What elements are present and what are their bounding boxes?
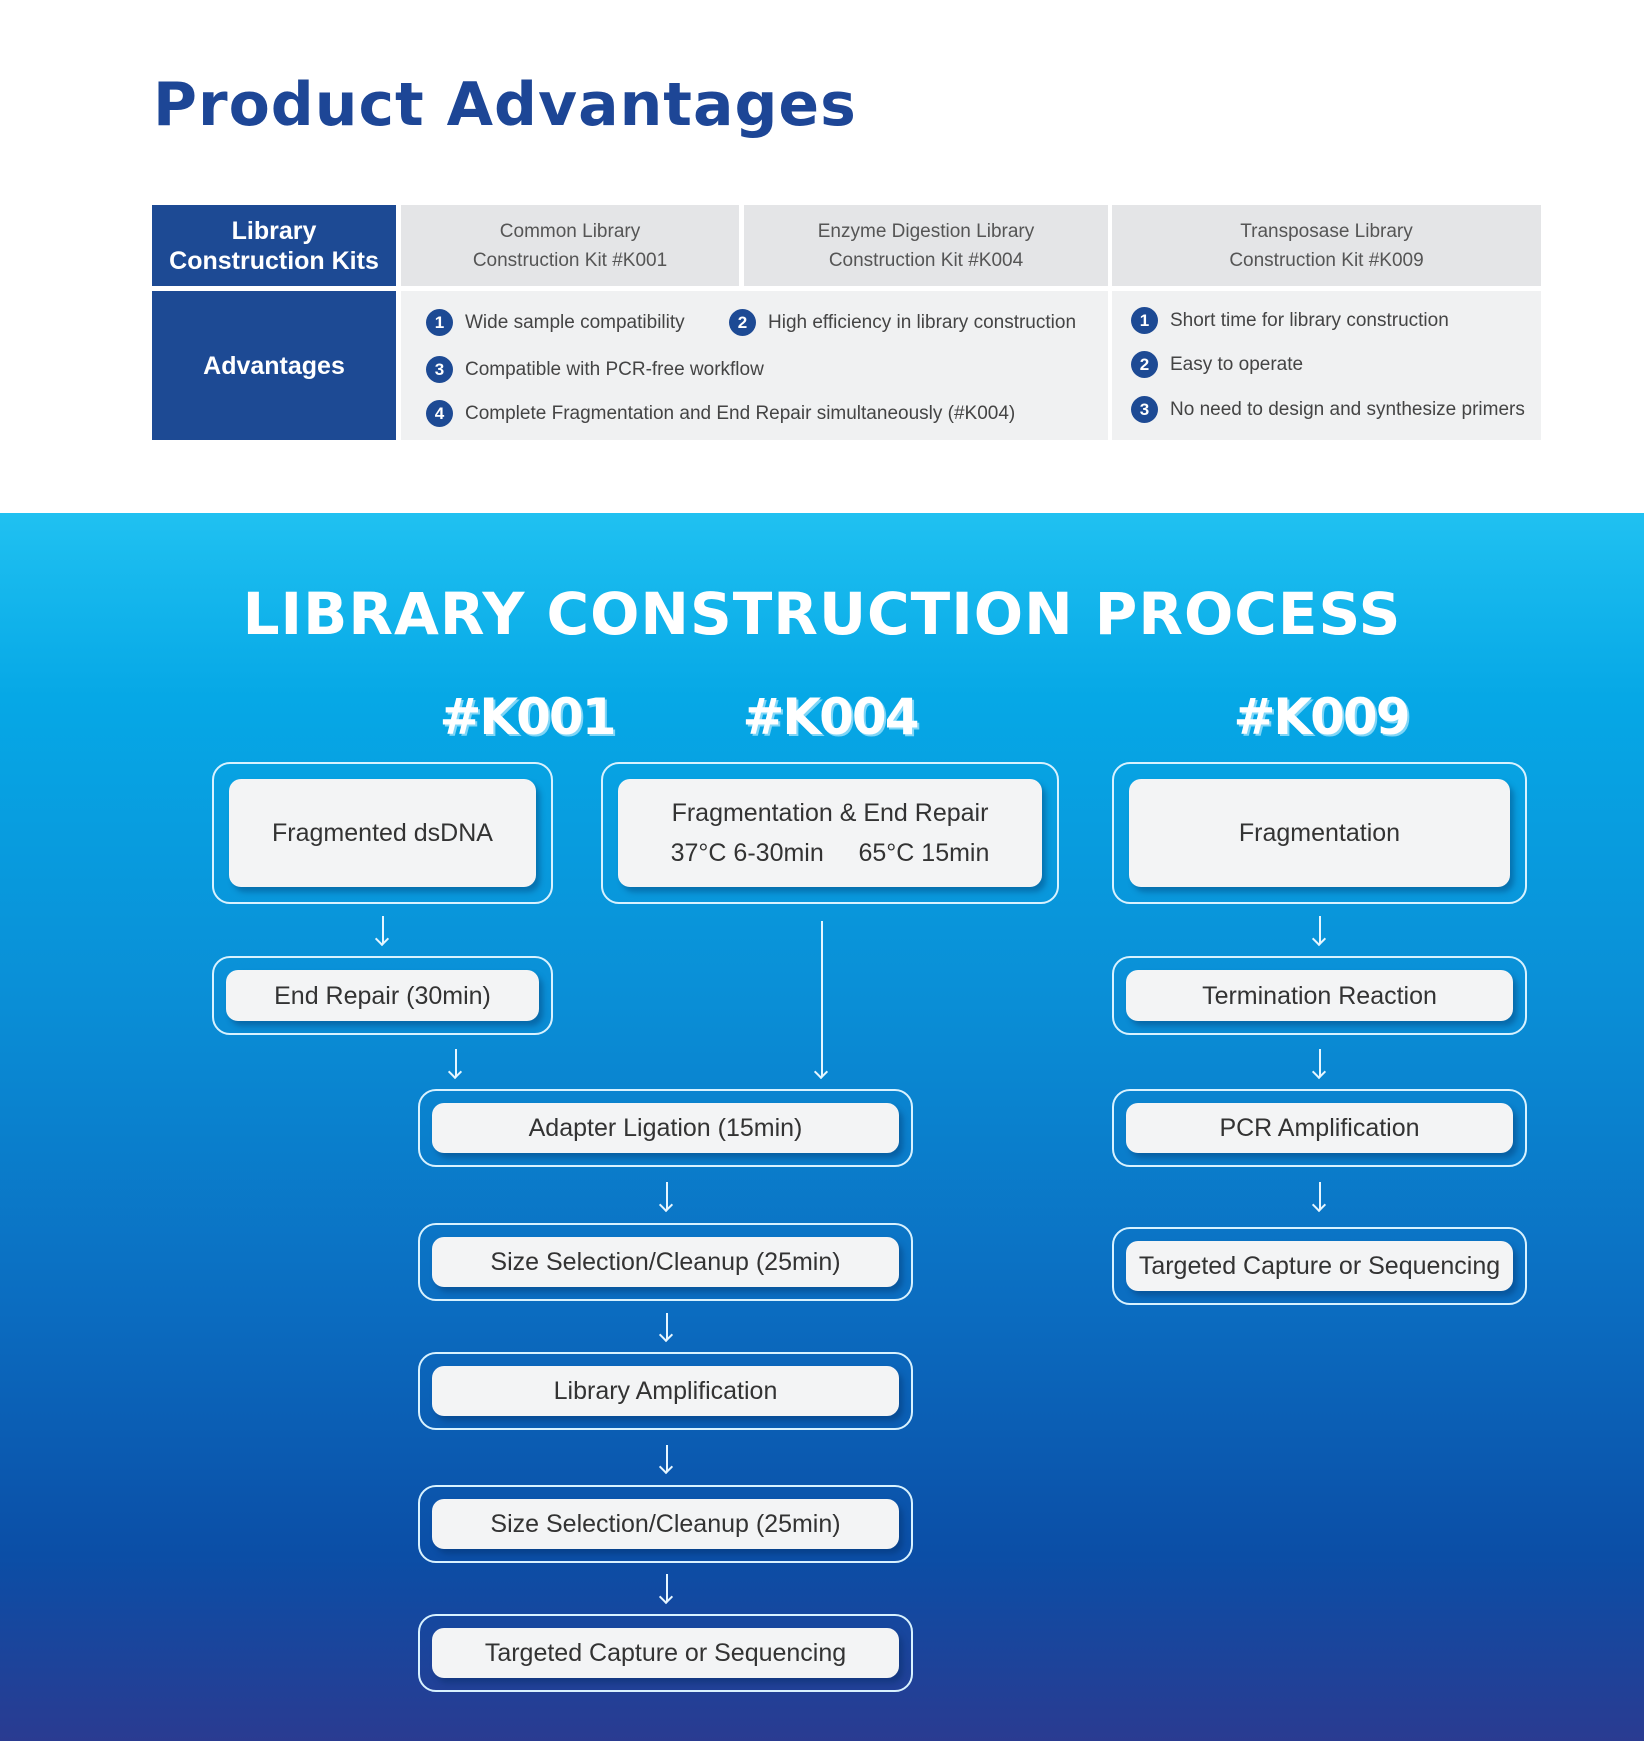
step-label: Termination Reaction (1126, 970, 1513, 1021)
advantage-item: 4 Complete Fragmentation and End Repair s… (426, 400, 1015, 427)
number-badge: 4 (426, 400, 453, 427)
advantage-text: Complete Fragmentation and End Repair si… (465, 402, 1016, 424)
kit-name: Enzyme Digestion Library (817, 220, 1035, 242)
process-title: LIBRARY CONSTRUCTION PROCESS (242, 580, 1402, 648)
arrow-down-icon (666, 1574, 668, 1602)
number-badge: 2 (1131, 351, 1158, 378)
step-targeted-capture: Targeted Capture or Sequencing (418, 1614, 913, 1692)
step-label: Library Amplification (432, 1366, 899, 1416)
step-termination-reaction: Termination Reaction (1112, 956, 1527, 1035)
kit-label-k001: #K001 (439, 688, 616, 746)
number-badge: 1 (1131, 307, 1158, 334)
advantage-item: 2 High efficiency in library construction (729, 309, 1076, 336)
row-header-advantages: Advantages (152, 291, 396, 440)
step-library-amplification: Library Amplification (418, 1352, 913, 1430)
step-label: Fragmentation (1129, 779, 1510, 887)
step-title: Fragmentation & End Repair (671, 799, 989, 827)
page-title: Product Advantages (153, 70, 857, 140)
number-badge: 3 (1131, 396, 1158, 423)
advantage-item: 3 Compatible with PCR-free workflow (426, 356, 764, 383)
advantage-text: Easy to operate (1170, 353, 1304, 375)
row-header-kits: Library Construction Kits (152, 205, 396, 286)
step-size-selection-2: Size Selection/Cleanup (25min) (418, 1485, 913, 1563)
step-label: End Repair (30min) (226, 970, 539, 1021)
step-fragmentation: Fragmentation (1112, 762, 1527, 904)
step-label: Fragmentation & End Repair 37°C 6-30min 6… (618, 779, 1042, 887)
advantage-item: 2 Easy to operate (1131, 351, 1303, 378)
step-adapter-ligation: Adapter Ligation (15min) (418, 1089, 913, 1167)
kit-code: Construction Kit #K004 (828, 249, 1024, 271)
advantage-text: Compatible with PCR-free workflow (465, 358, 764, 380)
step-label: Adapter Ligation (15min) (432, 1103, 899, 1153)
arrow-down-icon (1319, 1049, 1321, 1077)
step-label: Fragmented dsDNA (229, 779, 536, 887)
step-fragmentation-end-repair: Fragmentation & End Repair 37°C 6-30min 6… (601, 762, 1059, 904)
step-fragmented-dsdna: Fragmented dsDNA (212, 762, 553, 904)
number-badge: 2 (729, 309, 756, 336)
number-badge: 1 (426, 309, 453, 336)
arrow-down-icon (1319, 1182, 1321, 1210)
kit-code: Construction Kit #K009 (1229, 249, 1424, 271)
arrow-down-icon (666, 1182, 668, 1210)
advantage-item: 1 Short time for library construction (1131, 307, 1449, 334)
step-label: Targeted Capture or Sequencing (432, 1628, 899, 1678)
kit-code: Construction Kit #K001 (472, 249, 668, 271)
number-badge: 3 (426, 356, 453, 383)
arrow-down-icon (455, 1049, 457, 1077)
advantage-item: 3 No need to design and synthesize primer… (1131, 396, 1525, 423)
step-label: PCR Amplification (1126, 1103, 1513, 1153)
arrow-down-icon (382, 916, 384, 944)
arrow-down-icon (821, 921, 823, 1077)
arrow-down-icon (666, 1313, 668, 1340)
step-conditions: 37°C 6-30min 65°C 15min (670, 839, 990, 867)
kit-label-k009: #K009 (1233, 688, 1410, 746)
step-size-selection-1: Size Selection/Cleanup (25min) (418, 1223, 913, 1301)
step-end-repair: End Repair (30min) (212, 956, 553, 1035)
arrow-down-icon (1319, 916, 1321, 944)
kit-name: Transposase Library (1240, 220, 1413, 242)
advantage-text: Short time for library construction (1170, 309, 1449, 331)
advantage-item: 1 Wide sample compatibility (426, 309, 685, 336)
advantage-text: High efficiency in library construction (768, 311, 1077, 333)
step-label: Size Selection/Cleanup (25min) (432, 1499, 899, 1549)
advantage-text: Wide sample compatibility (465, 311, 685, 333)
step-pcr-amplification: PCR Amplification (1112, 1089, 1527, 1167)
advantage-text: No need to design and synthesize primers (1170, 398, 1525, 420)
step-targeted-capture-k009: Targeted Capture or Sequencing (1112, 1227, 1527, 1305)
kit-name: Common Library (499, 220, 641, 242)
kit-label-k004: #K004 (742, 688, 919, 746)
step-label: Size Selection/Cleanup (25min) (432, 1237, 899, 1287)
step-label: Targeted Capture or Sequencing (1126, 1241, 1513, 1291)
advantages-cell-right (1112, 291, 1541, 440)
arrow-down-icon (666, 1445, 668, 1472)
